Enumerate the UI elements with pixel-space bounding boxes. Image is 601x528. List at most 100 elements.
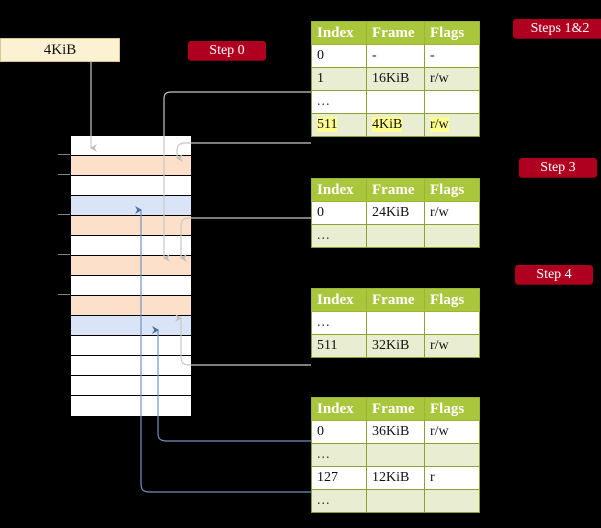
column-header-frame: Frame — [366, 397, 425, 421]
table-cell: 0 — [311, 44, 367, 68]
table-cell — [424, 311, 480, 335]
badge-step-0: Step 0 — [188, 41, 266, 60]
column-header-flags: Flags — [424, 288, 480, 312]
table-cell: 36KiB — [366, 420, 425, 444]
table-cell: 511 — [311, 113, 367, 137]
table-cell — [424, 224, 480, 248]
memory-row-0 — [71, 136, 191, 156]
memory-row-5 — [71, 236, 191, 256]
table-cell: ... — [311, 90, 367, 114]
cell-value: r/w — [430, 117, 449, 132]
table-row: ... — [311, 90, 480, 114]
memory-row-2 — [71, 176, 191, 196]
badge-step-3: Step 3 — [519, 158, 597, 177]
table-cell: - — [424, 44, 480, 68]
table-row: 0 - - — [311, 44, 480, 68]
table-cell: 12KiB — [366, 466, 425, 490]
source-size-box: 4KiB — [0, 38, 120, 62]
badge-step-4: Step 4 — [515, 265, 593, 284]
cell-value: 0 — [317, 48, 324, 63]
arrow-level3-to-memory — [175, 314, 311, 366]
badge-step-3-label: Step 3 — [540, 160, 576, 175]
memory-row-4 — [71, 216, 191, 236]
table-cell: r/w — [424, 420, 480, 444]
table-row: 511 32KiB r/w — [311, 334, 480, 358]
table-cell: ... — [311, 489, 367, 513]
cell-value: ... — [317, 315, 331, 330]
table-cell: 1 — [311, 67, 367, 91]
memory-tick — [58, 154, 70, 155]
memory-row-12 — [71, 376, 191, 396]
table-cell: 24KiB — [366, 201, 425, 225]
table-row: ... — [311, 311, 480, 335]
cell-value: - — [430, 48, 435, 63]
table-cell — [366, 489, 425, 513]
table-cell: 4KiB — [366, 113, 425, 137]
cell-value: ... — [317, 228, 331, 243]
table-row: 1 16KiB r/w — [311, 67, 480, 91]
source-size-label: 4KiB — [43, 41, 77, 58]
cell-value: 511 — [317, 338, 338, 353]
memory-row-10 — [71, 336, 191, 356]
column-header-index: Index — [311, 178, 367, 202]
cell-value: ... — [317, 94, 331, 109]
cell-value: - — [372, 48, 377, 63]
table-row: ... — [311, 443, 480, 467]
table-cell: - — [366, 44, 425, 68]
cell-value: 12KiB — [372, 470, 410, 485]
table-cell — [366, 311, 425, 335]
table-cell: 16KiB — [366, 67, 425, 91]
memory-tick — [58, 254, 70, 255]
badge-step-4-label: Step 4 — [536, 267, 572, 282]
cell-value: ... — [317, 447, 331, 462]
memory-row-8 — [71, 296, 191, 316]
table-cell: r/w — [424, 113, 480, 137]
table-cell: 127 — [311, 466, 367, 490]
memory-row-9 — [71, 316, 191, 336]
memory-tick — [58, 294, 70, 295]
memory-row-1 — [71, 156, 191, 176]
table-row: ... — [311, 224, 480, 248]
cell-value: 127 — [317, 470, 338, 485]
memory-row-3 — [71, 196, 191, 216]
table-cell: r — [424, 466, 480, 490]
cell-value: r/w — [430, 71, 449, 86]
column-header-flags: Flags — [424, 21, 480, 45]
column-header-frame: Frame — [366, 288, 425, 312]
cell-value: 16KiB — [372, 71, 410, 86]
column-header-index: Index — [311, 288, 367, 312]
arrow-level2-to-memory — [180, 217, 311, 262]
cell-value: r/w — [430, 338, 449, 353]
memory-tick — [58, 214, 70, 215]
table-cell — [424, 489, 480, 513]
cell-value: 4KiB — [372, 117, 403, 132]
memory-row-13 — [71, 396, 191, 416]
cell-value: 36KiB — [372, 424, 410, 439]
memory-row-7 — [71, 276, 191, 296]
column-header-frame: Frame — [366, 178, 425, 202]
memory-row-11 — [71, 356, 191, 376]
column-header-index: Index — [311, 397, 367, 421]
cell-value: 1 — [317, 71, 324, 86]
table-row: 511 4KiB r/w — [311, 113, 480, 137]
cell-value: r/w — [430, 424, 449, 439]
table-cell — [366, 90, 425, 114]
memory-tick — [58, 174, 70, 175]
table-cell: 32KiB — [366, 334, 425, 358]
table-row: 0 36KiB r/w — [311, 420, 480, 444]
arrow-level1-511-to-memory — [176, 142, 311, 162]
badge-steps-1-2-label: Steps 1&2 — [530, 21, 590, 36]
cell-value: 511 — [317, 117, 338, 132]
table-cell: 0 — [311, 420, 367, 444]
cell-value: r/w — [430, 205, 449, 220]
column-header-index: Index — [311, 21, 367, 45]
table-cell — [366, 224, 425, 248]
table-cell: ... — [311, 443, 367, 467]
